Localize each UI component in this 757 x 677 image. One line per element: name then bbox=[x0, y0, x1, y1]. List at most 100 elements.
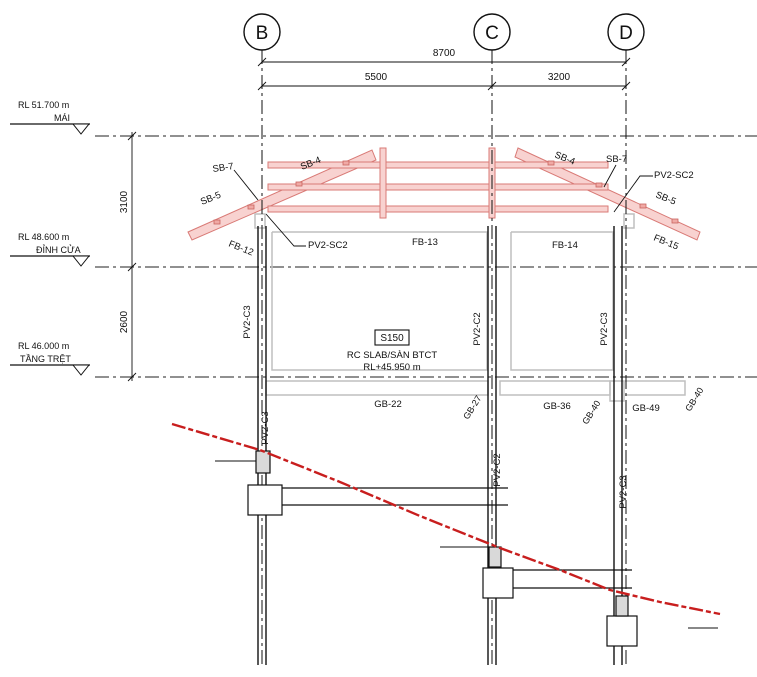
grid-axes bbox=[261, 50, 627, 665]
beam-fb12 bbox=[254, 213, 266, 229]
roof-purlin-2 bbox=[267, 183, 609, 191]
grid-label-b: B bbox=[256, 23, 269, 44]
level-door-name: ĐỈNH CỬA bbox=[36, 244, 81, 255]
leader-sb7-left bbox=[233, 169, 259, 201]
grid-label-c: C bbox=[485, 23, 499, 44]
label-gb49: GB-49 bbox=[632, 403, 659, 414]
dim-total: 8700 bbox=[433, 48, 456, 59]
level-door-triangle bbox=[71, 255, 91, 267]
label-pv2sc2-right: PV2-SC2 bbox=[654, 170, 694, 181]
label-gb27: GB-27 bbox=[461, 394, 483, 421]
ground-beam-gb49 bbox=[625, 380, 686, 396]
ground-beam-gb22 bbox=[265, 380, 489, 396]
beam-fb14-outline bbox=[510, 231, 614, 371]
dim-vtick-2 bbox=[127, 262, 137, 272]
leader-pv2sc2-right bbox=[613, 175, 653, 213]
beam-labels: GB-22 GB-27 GB-36 GB-40 GB-49 GB-40 bbox=[374, 386, 705, 426]
level-ground-name: TẦNG TRỆT bbox=[20, 354, 71, 364]
roof-rafter-left bbox=[187, 149, 377, 241]
level-roof-name: MÁI bbox=[54, 113, 70, 123]
roof-cleat-4 bbox=[342, 160, 350, 166]
leader-pv2sc2-left bbox=[265, 213, 306, 247]
horizontal-dimensions bbox=[257, 57, 631, 91]
dim-tick-b bbox=[257, 57, 267, 67]
level-marker-ground: RL 46.000 m TẦNG TRỆT bbox=[10, 341, 91, 376]
dim-tick-d bbox=[621, 57, 631, 67]
grid-bubble-b bbox=[243, 13, 281, 51]
columns bbox=[257, 226, 623, 665]
grid-bubble-c bbox=[473, 13, 511, 51]
roof-cleat-5 bbox=[547, 160, 555, 166]
label-column-c: PV2-C2 bbox=[472, 312, 483, 345]
roof-cleat-3 bbox=[295, 181, 303, 187]
column-labels: PV2-C3 PV2-C2 PV2-C3 bbox=[242, 305, 610, 345]
label-fb15: FB-15 bbox=[652, 233, 680, 253]
ground-beam-gb40-block bbox=[609, 380, 625, 402]
roof-cleat-7 bbox=[639, 203, 647, 209]
grid-bubbles: B C D bbox=[243, 13, 645, 51]
pile-cap-d bbox=[606, 615, 638, 647]
stub-d bbox=[615, 595, 629, 617]
label-fb13: FB-13 bbox=[412, 237, 438, 248]
leader-sb7-right bbox=[603, 164, 617, 188]
slab-level: RL+45.950 m bbox=[363, 362, 420, 373]
roof-cleat-1 bbox=[213, 219, 221, 225]
label-fb12: FB-12 bbox=[227, 239, 255, 259]
grid-bubble-d bbox=[607, 13, 645, 51]
vertical-dimensions bbox=[127, 131, 137, 382]
beam-fb13-outline bbox=[271, 231, 488, 371]
foundations bbox=[247, 450, 638, 647]
dim-span-cd: 3200 bbox=[548, 72, 571, 83]
natural-ground-line bbox=[171, 422, 721, 616]
label-sb4-left: SB-4 bbox=[299, 155, 323, 173]
level-lines bbox=[95, 135, 757, 378]
grid-label-d: D bbox=[619, 23, 633, 44]
stub-c bbox=[488, 546, 502, 568]
dim-vtick-3 bbox=[127, 372, 137, 382]
label-gb40-b: GB-40 bbox=[683, 386, 705, 413]
roof-rafter-right bbox=[514, 147, 701, 241]
label-gb36: GB-36 bbox=[543, 401, 570, 412]
label-gb40-a: GB-40 bbox=[580, 399, 602, 426]
level-ground-rl: RL 46.000 m bbox=[18, 341, 69, 351]
level-roof-triangle bbox=[71, 123, 91, 135]
foundation-labels: PV2-C3 PV2-C2 PV2-C3 bbox=[260, 411, 629, 508]
dim-vtick-1 bbox=[127, 131, 137, 141]
label-foundation-d: PV2-C3 bbox=[618, 475, 629, 508]
level-ground-triangle bbox=[71, 364, 91, 376]
pile-cap-b bbox=[247, 484, 283, 516]
label-pv2sc2-left: PV2-SC2 bbox=[308, 240, 348, 251]
roof-cleat-2 bbox=[247, 204, 255, 210]
label-column-b: PV2-C3 bbox=[242, 305, 253, 338]
level-marker-door: RL 48.600 m ĐỈNH CỬA bbox=[10, 232, 91, 267]
slab-tag-text: S150 bbox=[380, 333, 404, 344]
roof-purlin-1 bbox=[267, 161, 609, 169]
dim-upper-height: 3100 bbox=[119, 190, 130, 213]
slab-tag: S150 RC SLAB/SÀN BTCT RL+45.950 m bbox=[347, 329, 437, 373]
pile-cap-c bbox=[482, 567, 514, 599]
dim-span-bc: 5500 bbox=[365, 72, 388, 83]
label-foundation-b: PV2-C3 bbox=[260, 411, 271, 444]
slab-tag-box bbox=[374, 329, 410, 346]
roof-purlin-3 bbox=[267, 205, 609, 213]
roof-cleat-6 bbox=[595, 182, 603, 188]
roof-post-1 bbox=[379, 147, 387, 219]
dim-lower-height: 2600 bbox=[119, 310, 130, 333]
dim-tick-d2 bbox=[621, 81, 631, 91]
roof-cleat-8 bbox=[671, 218, 679, 224]
label-fb14: FB-14 bbox=[552, 240, 578, 251]
label-sb7-right: SB-7 bbox=[606, 154, 627, 165]
label-foundation-c: PV2-C2 bbox=[492, 453, 503, 486]
slab-description: RC SLAB/SÀN BTCT bbox=[347, 350, 437, 361]
label-gb22: GB-22 bbox=[374, 399, 401, 410]
label-sb5-left: SB-5 bbox=[199, 190, 223, 208]
label-sb5-right: SB-5 bbox=[654, 190, 678, 208]
label-column-d: PV2-C3 bbox=[599, 312, 610, 345]
level-marker-roof: RL 51.700 m MÁI bbox=[10, 100, 91, 135]
ground-beam-gb36 bbox=[499, 380, 611, 396]
level-door-rl: RL 48.600 m bbox=[18, 232, 69, 242]
beam-fb15 bbox=[623, 213, 635, 229]
level-roof-rl: RL 51.700 m bbox=[18, 100, 69, 110]
label-sb7-left: SB-7 bbox=[212, 161, 234, 175]
